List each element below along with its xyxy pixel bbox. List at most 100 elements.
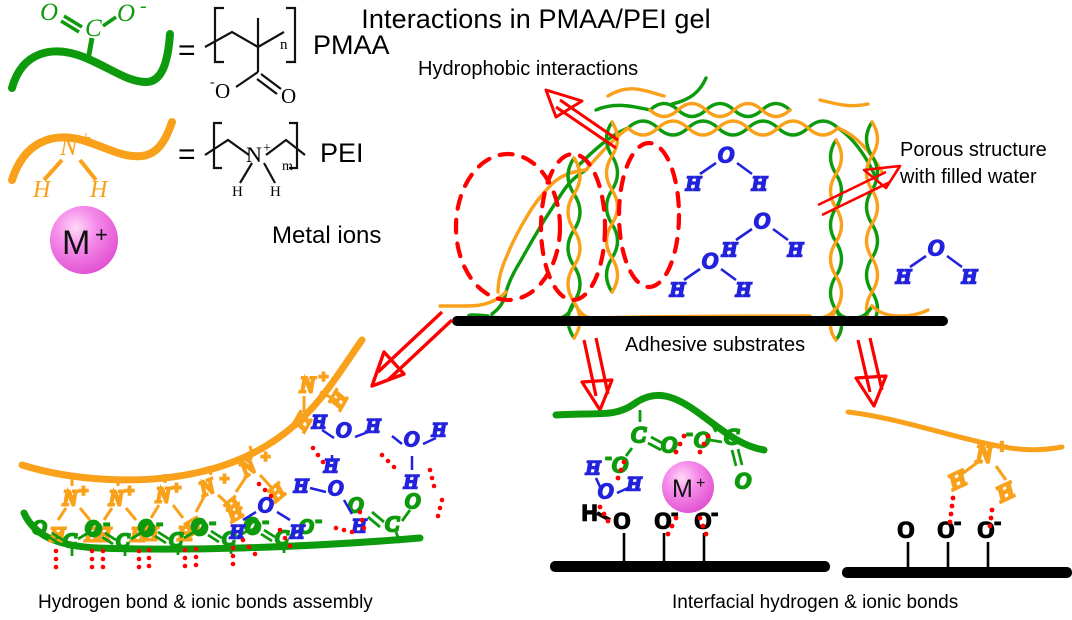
svg-text:+: +: [260, 449, 271, 466]
svg-text:O: O: [694, 427, 710, 452]
svg-text:H: H: [323, 456, 339, 477]
arrow-to-bottom-right: [854, 337, 888, 408]
panel-bottom-center: C O O - C O O - O H: [550, 391, 830, 572]
ellipse-right: [616, 140, 682, 290]
svg-text:H: H: [961, 266, 978, 288]
highlight-ellipses: [453, 140, 682, 303]
svg-text:O: O: [193, 518, 207, 540]
svg-text:O: O: [117, 0, 135, 27]
caption-bottom-left: Hydrogen bond & ionic bonds assembly: [38, 592, 373, 613]
svg-text:C: C: [385, 512, 400, 536]
br-ammonium: N + H H: [942, 435, 1020, 508]
svg-text:H: H: [582, 502, 597, 525]
svg-text:O: O: [928, 235, 944, 260]
arrow-to-bottom-left: [370, 310, 454, 388]
svg-text:+: +: [171, 480, 182, 497]
svg-text:+: +: [124, 483, 135, 500]
svg-text:-: -: [210, 514, 215, 531]
svg-text:C: C: [169, 529, 183, 551]
svg-text:C: C: [222, 528, 236, 550]
pmaa-subscript-n: n: [280, 37, 288, 53]
annotation-hydrophobic: Hydrophobic interactions: [418, 58, 639, 80]
svg-text:+: +: [78, 483, 89, 500]
bc-carboxylate-right: C O O -: [686, 419, 752, 494]
svg-text:H: H: [232, 184, 243, 200]
annotation-porous-line1: Porous structure: [900, 139, 1047, 161]
svg-text:O: O: [336, 418, 351, 442]
svg-text:-: -: [157, 515, 162, 532]
svg-text:N: N: [246, 142, 262, 167]
bc-metal-ion: M +: [662, 461, 714, 513]
svg-text:-: -: [955, 514, 960, 531]
svg-text:O: O: [718, 142, 734, 167]
svg-text:H: H: [585, 458, 601, 479]
svg-text:O: O: [405, 489, 420, 513]
bc-water: O H H: [584, 457, 644, 505]
svg-text:H: H: [626, 474, 642, 495]
carboxylate-units: C O O - C O O - C O: [31, 488, 422, 556]
legend-pmaa-chain-glyph: C O O -: [8, 0, 174, 92]
panel-bottom-left: N + H H N + H H N +: [18, 336, 448, 570]
legend-label-metal-ions: Metal ions: [272, 222, 382, 249]
pei-subscript-m: m: [282, 159, 293, 174]
water-molecule: O H H: [720, 207, 806, 263]
braid-top-2: [626, 119, 840, 137]
arrow-hydrophobic: [544, 88, 619, 150]
svg-text:+: +: [95, 222, 108, 247]
svg-text:-: -: [712, 505, 717, 522]
svg-text:H: H: [787, 239, 804, 261]
svg-text:O: O: [85, 517, 99, 539]
svg-text:+: +: [263, 141, 271, 156]
svg-text:O: O: [40, 0, 58, 26]
bl-hbond-dots: [53, 445, 445, 570]
svg-text:H: H: [177, 523, 194, 545]
svg-text:H: H: [142, 523, 159, 545]
svg-text:H: H: [721, 239, 738, 261]
svg-text:H: H: [403, 472, 419, 493]
braid-top-1: [648, 101, 792, 119]
svg-text:H: H: [431, 420, 447, 441]
panel-bottom-right: N + H H O O - O -: [842, 409, 1072, 578]
svg-text:O: O: [328, 476, 343, 500]
svg-text:+: +: [79, 127, 93, 149]
water-molecule: O H H: [894, 234, 980, 290]
svg-text:N: N: [975, 442, 994, 468]
svg-text:-: -: [210, 75, 215, 90]
svg-text:O: O: [655, 508, 671, 533]
legend-metal-ion-ball: M +: [50, 206, 118, 274]
svg-text:M: M: [62, 224, 90, 262]
legend-pei-chain-glyph: N + H H: [8, 118, 176, 203]
svg-text:O: O: [978, 517, 994, 542]
svg-text:O: O: [246, 517, 260, 539]
bc-substrate-bar: [550, 561, 830, 572]
svg-text:N: N: [62, 486, 78, 510]
svg-text:-: -: [687, 426, 692, 442]
caption-bottom-right: Interfacial hydrogen & ionic bonds: [672, 592, 959, 613]
br-substrate-bar: [842, 567, 1072, 578]
svg-text:O: O: [32, 517, 46, 539]
svg-text:+: +: [996, 437, 1007, 456]
svg-text:O: O: [258, 493, 273, 517]
svg-text:H: H: [89, 177, 109, 203]
svg-text:+: +: [696, 475, 705, 492]
svg-text:O: O: [754, 208, 770, 233]
svg-text:H: H: [289, 522, 305, 543]
svg-text:H: H: [270, 184, 281, 200]
svg-text:C: C: [724, 424, 739, 449]
svg-text:+: +: [219, 471, 230, 488]
svg-text:O: O: [404, 427, 419, 451]
svg-text:M: M: [672, 475, 693, 503]
legend-label-pei: PEI: [320, 138, 364, 168]
ellipse-mid: [538, 151, 608, 303]
page-title: Interactions in PMAA/PEI gel: [361, 4, 711, 34]
svg-text:O: O: [215, 79, 230, 103]
legend-pei-structure: [204, 121, 306, 184]
svg-text:H: H: [669, 279, 686, 301]
svg-text:N: N: [299, 372, 316, 397]
svg-text:C: C: [85, 15, 102, 42]
legend-equals-pei: =: [178, 138, 196, 171]
svg-text:O: O: [598, 479, 613, 503]
svg-text:H: H: [685, 173, 702, 195]
